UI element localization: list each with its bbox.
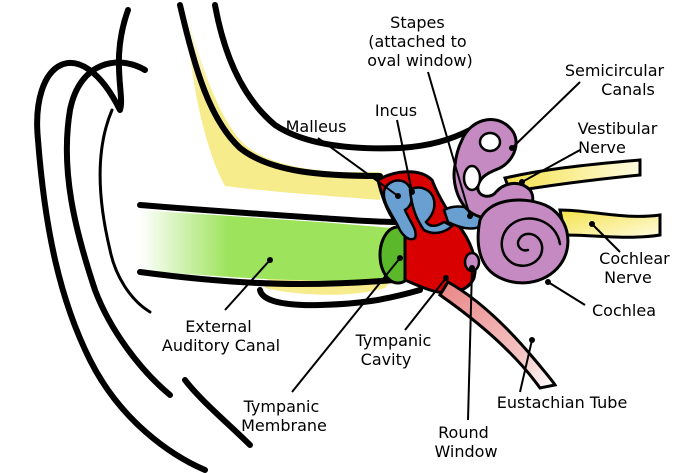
pointer-round-window [467, 267, 473, 421]
label-vestibular-nerve: Vestibular Nerve [578, 119, 663, 157]
label-round-window: Round Window [434, 423, 497, 461]
skull-outline-inner [212, 2, 473, 152]
cochlear-nerve-shape [558, 208, 662, 239]
pinna-outer [34, 7, 208, 473]
pointer-incus [396, 119, 413, 193]
dot-external [267, 257, 273, 263]
dot-tympanic-membrane [397, 255, 403, 261]
semicircular-loop-2 [462, 164, 482, 192]
malleus-shape [382, 179, 417, 241]
pointer-malleus [317, 137, 399, 197]
external-canal [140, 210, 392, 281]
label-cochlear-nerve: Cochlear Nerve [599, 249, 675, 287]
semicircular-loop-1 [478, 131, 502, 153]
dot-incus [409, 189, 415, 195]
pointer-stapes [427, 71, 471, 217]
label-malleus: Malleus [286, 117, 347, 136]
dot-cochlear-nerve [589, 221, 595, 227]
dot-tympanic-cavity [443, 275, 449, 281]
cochlea-spiral [500, 217, 562, 267]
pinna-antihelix [98, 108, 152, 314]
pointer-tympanic-membrane [291, 257, 401, 393]
label-stapes: Stapes (attached to oval window) [367, 13, 473, 70]
label-cochlea: Cochlea [592, 301, 656, 320]
pointer-external [224, 259, 271, 311]
dot-stapes [467, 213, 473, 219]
canal-lower-outline [257, 287, 423, 309]
label-eustachian-tube: Eustachian Tube [497, 393, 628, 412]
label-tympanic-cavity: Tympanic Cavity [355, 331, 437, 369]
cochlea-shape [476, 198, 570, 285]
label-incus: Incus [375, 101, 417, 120]
pointer-vestibular [521, 149, 581, 183]
pointer-cochlea [547, 281, 586, 306]
label-tympanic-membrane: Tympanic Membrane [241, 397, 327, 435]
pinna-inner [63, 59, 173, 398]
temporal-bone-upper [185, 8, 380, 200]
pointer-tympanic-cavity [404, 277, 447, 331]
pointer-cochlear-nerve [591, 223, 621, 253]
skull-outline-outer [177, 2, 383, 179]
dot-vestibular [519, 179, 525, 185]
pinna-lobe [182, 377, 253, 448]
canal-upper-wall [137, 202, 398, 225]
label-semicircular-canals: Semicircular Canals [565, 61, 669, 99]
dot-malleus [395, 193, 401, 199]
dot-eustachian [529, 337, 535, 343]
dot-cochlea [545, 279, 551, 285]
eustachian-tube-shape [437, 279, 558, 390]
dot-semicircular [509, 145, 515, 151]
pointer-semicircular [511, 81, 581, 149]
incus-shape [408, 186, 455, 235]
canal-lower-wall [137, 269, 398, 287]
dot-round-window [469, 265, 475, 271]
pointer-eustachian [519, 339, 533, 393]
label-external-auditory-canal: External Auditory Canal [162, 317, 280, 355]
